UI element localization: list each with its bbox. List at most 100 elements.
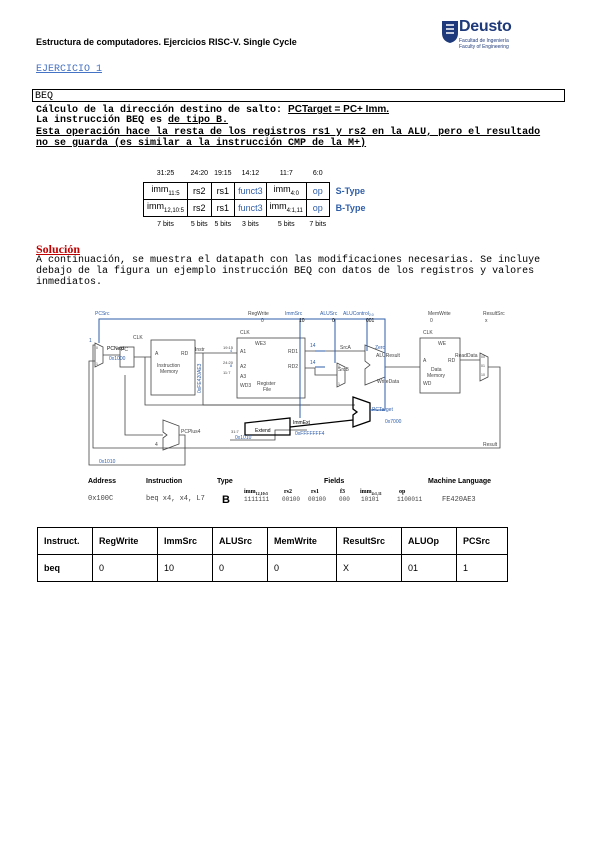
svg-text:WE3: WE3 — [255, 341, 266, 347]
svg-text:WD3: WD3 — [240, 383, 251, 389]
field-imm-lo-value: 10101 — [361, 496, 380, 503]
svg-text:0: 0 — [96, 346, 98, 350]
svg-text:ImmSrc: ImmSrc — [285, 311, 303, 317]
svg-text:0xFFFFFFF4: 0xFFFFFFF4 — [295, 431, 325, 437]
svg-text:4: 4 — [230, 348, 233, 353]
svg-text:PCPlus4: PCPlus4 — [181, 429, 201, 435]
svg-text:Extend: Extend — [255, 428, 271, 434]
svg-text:WE: WE — [438, 341, 447, 347]
instruction-type: B — [222, 494, 230, 506]
svg-text:File: File — [263, 387, 271, 393]
svg-text:SrcB: SrcB — [338, 367, 350, 373]
svg-text:CLK: CLK — [423, 330, 433, 336]
svg-text:01: 01 — [481, 364, 485, 368]
instruction-address: 0x100C — [88, 495, 114, 503]
svg-text:0x1010: 0x1010 — [235, 435, 252, 441]
svg-text:14: 14 — [310, 360, 316, 366]
svg-text:ALUSrc: ALUSrc — [320, 311, 338, 317]
svg-text:10: 10 — [481, 373, 485, 377]
svg-text:Memory: Memory — [160, 369, 179, 375]
field-op-value: 1100011 — [397, 496, 423, 503]
exercise-line-3: Esta operación hace la resta de los regi… — [36, 127, 541, 138]
header-type: Type — [217, 478, 233, 485]
svg-text:24:20: 24:20 — [223, 360, 234, 365]
control-signals-table: Instruct. RegWrite ImmSrc ALUSrc MemWrit… — [37, 527, 508, 582]
deusto-shield-icon — [442, 21, 458, 43]
svg-text:0xFE420AE3: 0xFE420AE3 — [197, 363, 203, 393]
svg-text:x: x — [485, 318, 488, 324]
svg-text:CLK: CLK — [240, 330, 250, 336]
field-imm-hi-value: 1111111 — [244, 496, 270, 503]
svg-text:10: 10 — [299, 318, 305, 324]
field-rs1-value: 00100 — [308, 496, 327, 503]
exercise-line-2: La instrucción BEQ es de tipo B. — [36, 115, 229, 126]
header-address: Address — [88, 478, 117, 485]
svg-text:ImmExt: ImmExt — [293, 420, 311, 426]
svg-text:ResultSrc: ResultSrc — [483, 311, 505, 317]
field-rs2-value: 00100 — [282, 496, 301, 503]
svg-text:0x7000: 0x7000 — [385, 419, 402, 425]
machine-language-value: FE420AE3 — [442, 496, 476, 504]
page-header-title: Estructura de computadores. Ejercicios R… — [36, 37, 297, 47]
header-machine-language: Machine Language — [428, 478, 492, 485]
svg-text:Result: Result — [483, 442, 498, 448]
svg-text:00: 00 — [481, 355, 485, 359]
exercise-line-4: no se guarda (es similar a la instrucció… — [36, 138, 367, 149]
svg-text:31:7: 31:7 — [231, 429, 240, 434]
b-type-row: imm12,10:5 rs2 rs1 funct3 imm4:1,11 op B… — [142, 198, 369, 217]
svg-text:1: 1 — [89, 338, 92, 344]
svg-text:0: 0 — [332, 318, 335, 324]
exercise-line-1: Cálculo de la dirección destino de salto… — [36, 104, 390, 116]
field-f3-label: f3 — [340, 489, 345, 495]
svg-text:RD: RD — [181, 351, 189, 357]
svg-text:8: 8 — [230, 363, 233, 368]
svg-text:4: 4 — [155, 442, 158, 448]
svg-text:MemWrite: MemWrite — [428, 311, 451, 317]
control-table-header: Instruct. RegWrite ImmSrc ALUSrc MemWrit… — [37, 527, 508, 555]
svg-text:A1: A1 — [240, 349, 246, 355]
svg-text:ALUResult: ALUResult — [376, 353, 401, 359]
svg-text:PC: PC — [121, 347, 128, 353]
solution-text: A continuación, se muestra el datapath c… — [36, 255, 541, 288]
svg-text:Data: Data — [431, 367, 442, 373]
svg-text:RD1: RD1 — [288, 349, 298, 355]
svg-text:WD: WD — [423, 381, 432, 387]
header-instruction: Instruction — [146, 478, 183, 485]
svg-text:0: 0 — [261, 318, 264, 324]
field-rs1-label: rs1 — [311, 489, 319, 495]
logo-subtitle: Facultad de Ingeniería Faculty of Engine… — [459, 38, 509, 50]
svg-text:ALUControl2:0: ALUControl2:0 — [343, 311, 374, 317]
svg-text:A: A — [423, 358, 427, 364]
field-f3-value: 000 — [339, 496, 350, 503]
s-type-row: imm11:5 rs2 rs1 funct3 imm4:0 op S-Type — [142, 181, 369, 200]
field-op-label: op — [399, 489, 406, 495]
svg-text:Memory: Memory — [427, 373, 446, 379]
svg-text:A3: A3 — [240, 374, 246, 380]
instruction-format-table: 31:25 24:20 19:15 14:12 11:7 6:0 imm11:5… — [142, 166, 369, 232]
svg-text:1: 1 — [338, 382, 340, 386]
svg-text:0x1000: 0x1000 — [109, 356, 126, 362]
svg-text:ReadData: ReadData — [455, 353, 478, 359]
svg-text:0: 0 — [338, 365, 340, 369]
svg-text:1: 1 — [96, 362, 98, 366]
svg-text:PCSrc: PCSrc — [95, 311, 110, 317]
svg-text:RegWrite: RegWrite — [248, 311, 269, 317]
svg-text:WriteData: WriteData — [377, 379, 399, 385]
exercise-title: EJERCICIO 1 — [36, 64, 103, 75]
svg-text:RD: RD — [448, 358, 456, 364]
exercise-box: BEQ — [32, 89, 565, 102]
svg-text:PCTarget: PCTarget — [372, 407, 393, 413]
svg-text:19:15: 19:15 — [223, 345, 234, 350]
logo-text: Deusto — [459, 18, 512, 35]
table-row: beq 0 10 0 0 X 01 1 — [37, 554, 508, 582]
field-imm-lo-label: imm4:1,11 — [360, 489, 382, 497]
svg-text:RD2: RD2 — [288, 364, 298, 370]
svg-text:0: 0 — [430, 318, 433, 324]
svg-text:Instruction: Instruction — [157, 363, 180, 369]
svg-text:CLK: CLK — [133, 335, 143, 341]
svg-text:Zero: Zero — [375, 345, 386, 351]
svg-text:14: 14 — [310, 343, 316, 349]
svg-text:PCNext: PCNext — [107, 346, 125, 352]
header-fields: Fields — [324, 478, 345, 485]
svg-text:Register: Register — [257, 381, 276, 387]
